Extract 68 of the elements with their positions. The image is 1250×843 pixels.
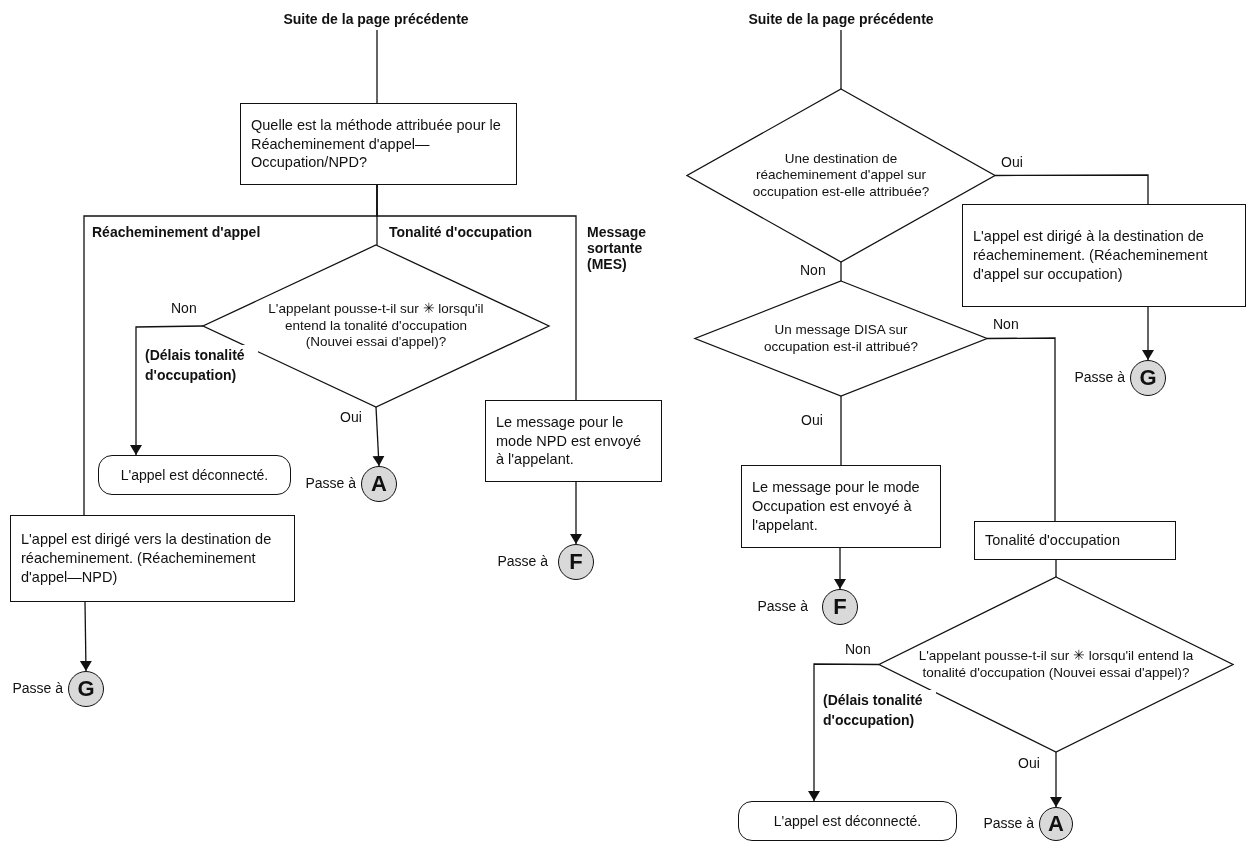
connector-letter: F bbox=[569, 549, 583, 575]
connector-line bbox=[840, 261, 842, 282]
arrow bbox=[1050, 751, 1062, 808]
edge-label: Tonalité d'occupation bbox=[388, 224, 534, 240]
connector-line bbox=[1055, 559, 1057, 578]
note-text: (Délais tonalité d'occupation) bbox=[144, 345, 258, 386]
process-box bbox=[974, 521, 1176, 560]
step-text: Le message pour le mode NPD est envoyé à l'appelant. bbox=[496, 412, 643, 470]
edge-label: Non bbox=[799, 262, 827, 278]
connector-line bbox=[840, 395, 842, 466]
terminal-box bbox=[98, 455, 291, 495]
connector-circle bbox=[361, 466, 397, 502]
connector-letter: G bbox=[77, 676, 95, 702]
connector-letter: G bbox=[1139, 365, 1157, 391]
process-box bbox=[962, 204, 1246, 307]
edge-label: Oui bbox=[1000, 154, 1024, 170]
connector-letter: A bbox=[1048, 811, 1064, 837]
goto-label: Passe à bbox=[1074, 369, 1125, 385]
edge-label: Réacheminement d'appel bbox=[91, 224, 262, 240]
goto-label: Passe à bbox=[305, 475, 356, 491]
goto-label: Passe à bbox=[12, 680, 63, 696]
step-text: Quelle est la méthode attribuée pour le Réacheminement d'appel—Occupation/NPD? bbox=[251, 115, 502, 173]
edge-label: Oui bbox=[339, 409, 363, 425]
connector-letter: A bbox=[371, 471, 387, 497]
step-text: L'appel est déconnecté. bbox=[120, 467, 269, 483]
arrow bbox=[372, 406, 385, 467]
decision-text: Une destination de réacheminement d'appel sur occupation est-elle attribuée? bbox=[751, 150, 931, 201]
arrow bbox=[834, 547, 846, 590]
edge-label: Oui bbox=[800, 412, 824, 428]
step-text: Tonalité d'occupation bbox=[985, 531, 1120, 550]
connector-line bbox=[986, 337, 1056, 522]
process-box bbox=[741, 465, 941, 548]
note-text: (Délais tonalité d'occupation) bbox=[822, 690, 936, 731]
connector-circle bbox=[558, 544, 594, 580]
process-box bbox=[240, 103, 517, 185]
heading-text: Suite de la page précédente bbox=[226, 8, 526, 30]
arrow bbox=[570, 481, 582, 545]
connector-line bbox=[994, 174, 1149, 205]
connector-letter: F bbox=[833, 594, 847, 620]
connector-circle bbox=[822, 589, 858, 625]
connector-circle bbox=[68, 671, 104, 707]
connector-line bbox=[376, 184, 577, 401]
step-text: L'appel est déconnecté. bbox=[773, 813, 922, 829]
edge-label: Non bbox=[992, 316, 1020, 332]
connector-circle bbox=[1039, 807, 1073, 841]
goto-label: Passe à bbox=[757, 598, 808, 614]
process-box bbox=[485, 400, 662, 482]
heading-text: Suite de la page précédente bbox=[691, 8, 991, 30]
edge-label: Non bbox=[170, 300, 198, 316]
arrow bbox=[808, 663, 880, 802]
step-text: L'appel est dirigé vers la destination de réacheminement. (Réacheminement d'appel—NPD) bbox=[21, 530, 273, 587]
process-box bbox=[10, 515, 295, 602]
edge-label: Non bbox=[844, 641, 872, 657]
step-text: Le message pour le mode Occupation est envoyé à l'appelant. bbox=[752, 478, 921, 535]
goto-label: Passe à bbox=[983, 815, 1034, 831]
decision-text: Un message DISA sur occupation est-il attribué? bbox=[763, 322, 919, 355]
decision-text: L'appelant pousse-t-il sur ✳ lorsqu'il entend la tonalité d'occupation (Nouvei essai d'appel)? bbox=[267, 301, 485, 351]
terminal-box bbox=[738, 801, 957, 841]
arrow bbox=[130, 325, 204, 456]
arrow bbox=[1142, 306, 1154, 361]
connector-circle bbox=[1130, 360, 1166, 396]
connector-line bbox=[840, 29, 842, 90]
decision-text: L'appelant pousse-t-il sur ✳ lorsqu'il entend la tonalité d'occupation (Nouvei essai d'appel)? bbox=[917, 648, 1195, 681]
step-text: L'appel est dirigé à la destination de réacheminement. (Réacheminement d'appel sur occupation) bbox=[973, 227, 1209, 284]
edge-label: Oui bbox=[1017, 755, 1041, 771]
goto-label: Passe à bbox=[497, 553, 548, 569]
arrow bbox=[79, 601, 92, 672]
connector-line bbox=[376, 29, 378, 104]
